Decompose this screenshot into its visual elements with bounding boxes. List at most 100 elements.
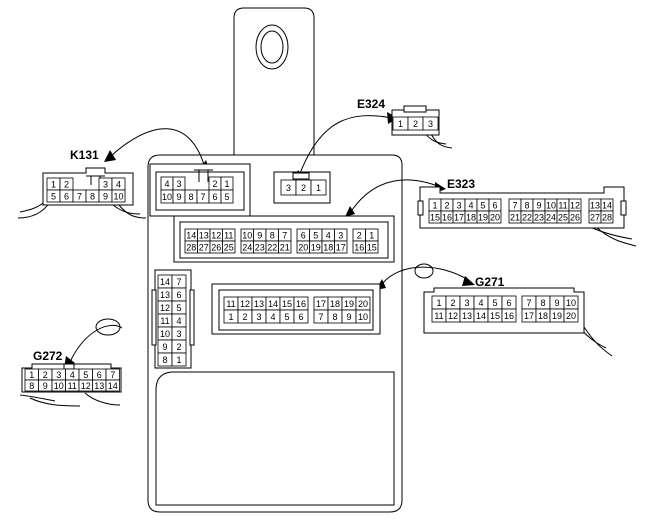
e323-pin-9: 9 [532, 198, 546, 212]
plug-d-pin-16: 16 [293, 296, 309, 311]
svg-text:7: 7 [512, 201, 517, 211]
svg-text:14: 14 [186, 231, 196, 241]
svg-text:12: 12 [448, 311, 458, 321]
g271-pin-5: 5 [487, 295, 503, 310]
plug-c-pin-26: 26 [209, 240, 223, 254]
e323-pin-12: 12 [568, 198, 582, 212]
svg-text:7: 7 [318, 312, 323, 322]
g271-pin-2: 2 [445, 295, 461, 310]
svg-text:18: 18 [466, 213, 476, 223]
svg-text:11: 11 [226, 299, 235, 309]
plug-e-pin-1: 1 [171, 352, 187, 367]
svg-text:21: 21 [280, 243, 290, 253]
plug-c-pin-27: 27 [197, 240, 211, 254]
svg-text:5: 5 [83, 370, 88, 380]
k131-pin-4: 4 [111, 177, 126, 191]
arrow-g271-loop [414, 263, 434, 279]
svg-text:2: 2 [43, 370, 48, 380]
svg-text:9: 9 [346, 312, 351, 322]
plug-a-pin-8: 8 [184, 189, 198, 204]
svg-text:1: 1 [228, 312, 233, 322]
plug-d-pin-13: 13 [251, 296, 267, 311]
svg-text:2: 2 [64, 180, 69, 190]
svg-text:1: 1 [316, 183, 321, 193]
svg-text:2: 2 [301, 183, 306, 193]
g272-pin-13: 13 [92, 379, 107, 392]
svg-text:1: 1 [369, 231, 374, 241]
svg-text:25: 25 [558, 213, 568, 223]
svg-text:3: 3 [464, 298, 469, 308]
plug-c-pin-25: 25 [222, 240, 236, 254]
e324-pin-2: 2 [407, 116, 424, 131]
plug-e-pin-4: 4 [171, 313, 187, 328]
svg-text:4: 4 [70, 370, 75, 380]
e323-pin-10: 10 [544, 198, 558, 212]
g271-pin-17: 17 [521, 308, 537, 323]
plug-a-pin-3: 3 [172, 176, 186, 191]
plug-d-pin-19: 19 [341, 296, 357, 311]
svg-text:10: 10 [54, 381, 64, 391]
svg-text:10: 10 [160, 329, 170, 339]
plug-c-pin-14: 14 [184, 228, 198, 242]
svg-text:10: 10 [566, 298, 576, 308]
k131-pin-8: 8 [85, 189, 100, 203]
g272-pin-5: 5 [78, 368, 93, 381]
g271-pin-6: 6 [501, 295, 517, 310]
arrow-e323 [349, 179, 441, 214]
plug-a-pin-7: 7 [196, 189, 210, 204]
g271-pin-16: 16 [501, 308, 517, 323]
svg-text:12: 12 [240, 299, 250, 309]
e323-pin-18: 18 [464, 210, 478, 224]
svg-text:13: 13 [199, 231, 209, 241]
svg-text:14: 14 [602, 201, 612, 211]
svg-text:1: 1 [29, 370, 34, 380]
g271-pin-18: 18 [535, 308, 551, 323]
svg-text:18: 18 [330, 299, 340, 309]
plug-c-pin-19: 19 [309, 240, 323, 254]
svg-text:17: 17 [454, 213, 464, 223]
e323-pin-3: 3 [452, 198, 466, 212]
e323-pin-27: 27 [588, 210, 602, 224]
svg-text:10: 10 [242, 231, 252, 241]
e323-pin-14: 14 [600, 198, 614, 212]
svg-text:16: 16 [442, 213, 452, 223]
svg-text:15: 15 [282, 299, 292, 309]
plug-d-pin-15: 15 [279, 296, 295, 311]
plug-d-pin-7: 7 [313, 309, 329, 324]
svg-text:15: 15 [430, 213, 440, 223]
e323-pin-26: 26 [568, 210, 582, 224]
g271-pin-9: 9 [549, 295, 565, 310]
plug-c-pin-20: 20 [296, 240, 310, 254]
svg-text:3: 3 [176, 329, 181, 339]
g271-pin-10: 10 [563, 295, 579, 310]
svg-text:7: 7 [282, 231, 287, 241]
svg-text:11: 11 [68, 381, 77, 391]
svg-text:5: 5 [224, 192, 229, 202]
connector-labels: K131 E324 E323 G271 G272 [33, 97, 505, 363]
plug-c-pin-15: 15 [365, 240, 379, 254]
plug-a-pin-4: 4 [160, 176, 174, 191]
svg-text:20: 20 [298, 243, 308, 253]
k131-pin-6: 6 [59, 189, 74, 203]
plug-e-pin-9: 9 [157, 339, 173, 354]
svg-text:3: 3 [176, 179, 181, 189]
svg-text:5: 5 [284, 312, 289, 322]
svg-text:2: 2 [357, 231, 362, 241]
svg-text:8: 8 [270, 231, 275, 241]
plug-c-pin-18: 18 [321, 240, 335, 254]
svg-text:4: 4 [270, 312, 275, 322]
e323-pin-16: 16 [440, 210, 454, 224]
plug-c-pin-13: 13 [197, 228, 211, 242]
e323-pin-28: 28 [600, 210, 614, 224]
e323-pin-20: 20 [488, 210, 502, 224]
svg-text:14: 14 [108, 381, 118, 391]
svg-text:9: 9 [103, 192, 108, 202]
svg-text:12: 12 [570, 201, 580, 211]
plug-c-pin-3: 3 [334, 228, 348, 242]
e323-pin-1: 1 [428, 198, 442, 212]
svg-text:14: 14 [476, 311, 486, 321]
e323-pin-19: 19 [476, 210, 490, 224]
arrowhead-plug-c [345, 206, 355, 217]
svg-text:16: 16 [504, 311, 514, 321]
plug-d-pin-14: 14 [265, 296, 281, 311]
